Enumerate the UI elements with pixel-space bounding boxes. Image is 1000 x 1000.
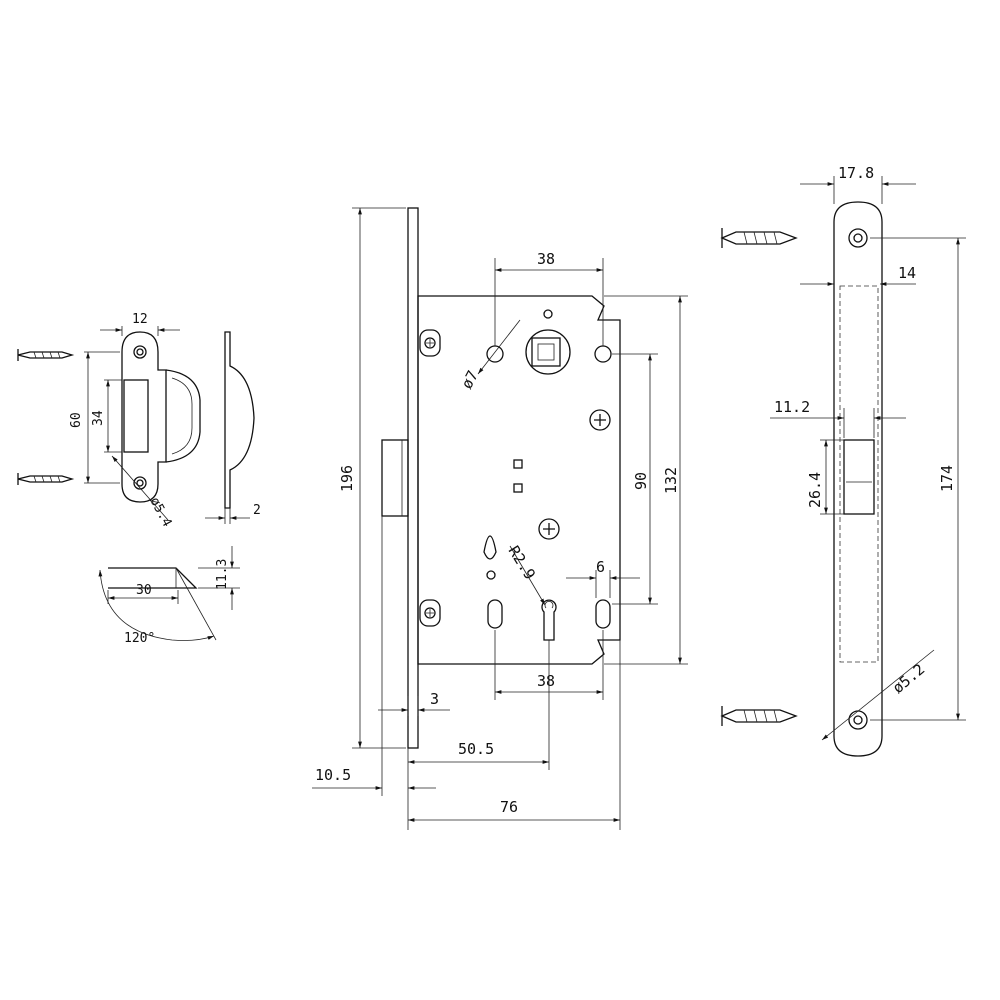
dim-plate-thickness: 3: [430, 690, 439, 708]
dim-keyhole-radius: R2.9: [505, 543, 539, 583]
dim-strike-hole: ø5.4: [146, 495, 174, 530]
dim-backset: 50.5: [458, 740, 494, 758]
dim-top-spacing: 38: [537, 250, 555, 268]
dim-latch-angle: 120°: [124, 631, 155, 646]
screw-icon: [419, 599, 441, 627]
screw-icon: [720, 228, 798, 248]
strike-plate-view: 12 60 34 ø5.4 2 30 11.3 1: [17, 312, 261, 646]
screw-icon: [419, 329, 441, 357]
dim-latch-offset: 11.2: [774, 398, 810, 416]
dim-strike-thickness: 2: [253, 503, 261, 518]
dim-faceplate-height: 196: [338, 465, 356, 492]
lock-body-view: 196 38 ø7 132 90 R2.9 6 38: [312, 207, 688, 830]
dim-plate-offset: 10.5: [315, 766, 351, 784]
dim-faceplate-screw-span: 174: [938, 465, 956, 492]
screw-icon: [720, 706, 798, 726]
dim-latch-window: 26.4: [806, 472, 824, 508]
dim-latch-height: 11.3: [215, 559, 230, 590]
dim-keyhole-width: 6: [596, 558, 605, 576]
dim-case-depth: 76: [500, 798, 518, 816]
screw-icon: [17, 349, 75, 361]
dim-handle-hole: ø7: [458, 367, 482, 391]
dim-faceplate-top: 14: [898, 264, 916, 282]
dim-strike-height: 60: [69, 412, 84, 428]
dim-center-distance: 90: [632, 472, 650, 490]
dim-strike-width: 12: [132, 312, 148, 327]
faceplate-front-view: 17.8 14 11.2 26.4 174 ø5.2: [720, 164, 966, 757]
dim-case-height: 132: [662, 467, 680, 494]
dim-latch-depth: 30: [136, 583, 152, 598]
screw-icon: [538, 518, 560, 540]
dim-faceplate-hole: ø5.2: [889, 660, 928, 697]
screw-icon: [589, 409, 611, 431]
dim-strike-slot: 34: [91, 410, 106, 426]
screw-icon: [17, 473, 75, 485]
dim-faceplate-width: 17.8: [838, 164, 874, 182]
dim-bottom-spacing: 38: [537, 672, 555, 690]
